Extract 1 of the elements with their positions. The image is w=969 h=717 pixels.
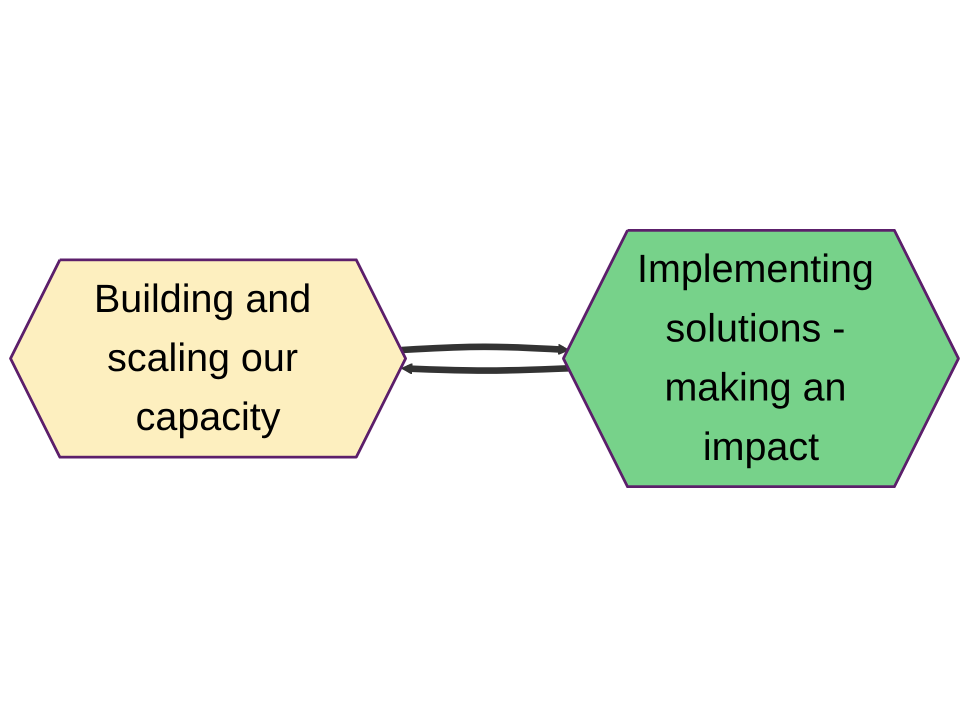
arrow xyxy=(401,362,569,375)
